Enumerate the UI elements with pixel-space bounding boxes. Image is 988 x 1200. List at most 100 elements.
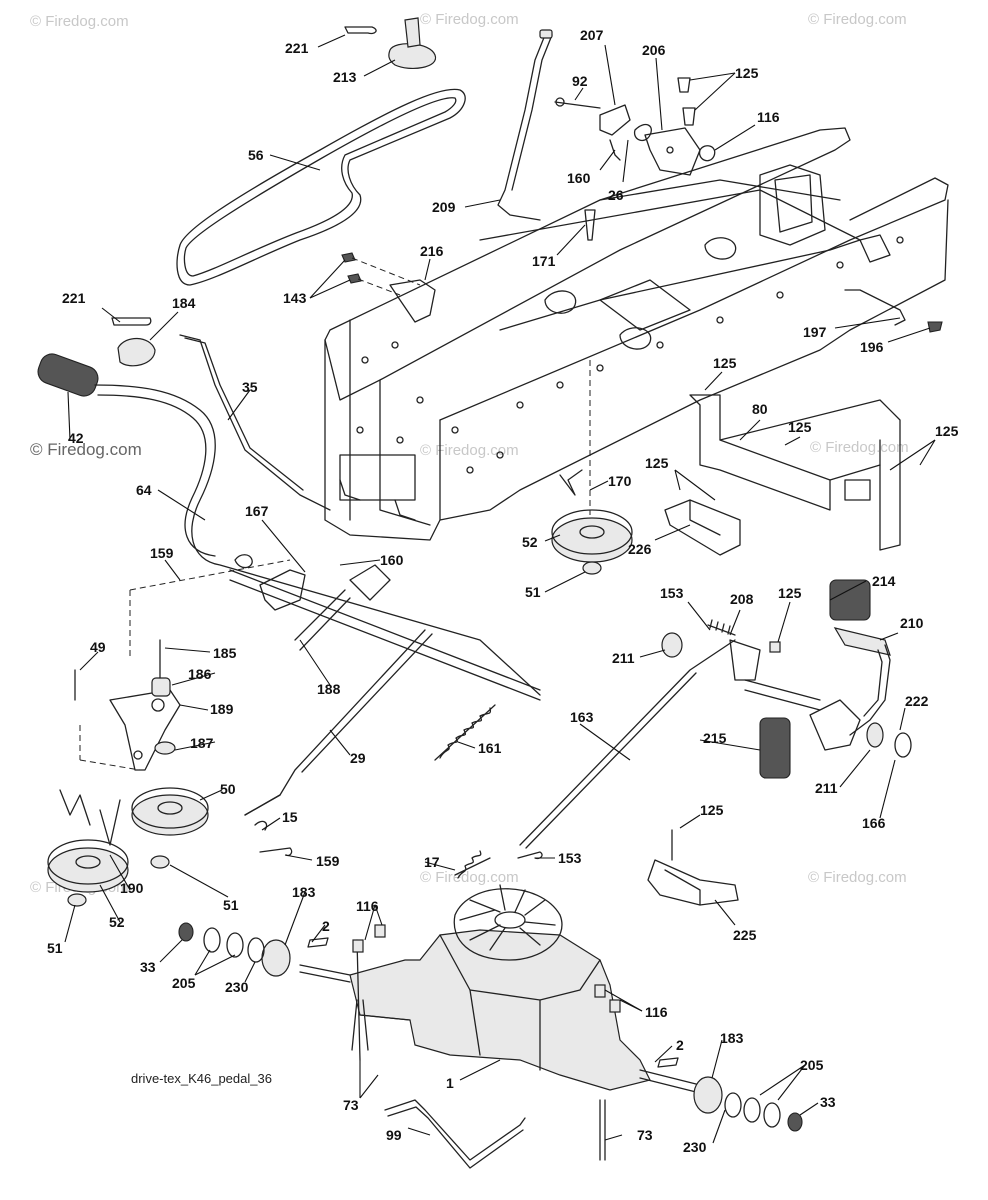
label-56: 56 — [248, 147, 264, 163]
pulley-52-left — [47, 839, 129, 893]
label-213: 213 — [333, 69, 357, 85]
label-160-top: 160 — [567, 170, 591, 186]
watermark-top-right: © Firedog.com — [808, 11, 907, 28]
label-225: 225 — [733, 927, 757, 943]
part-labels: 221 213 56 207 206 125 92 116 160 26 209… — [47, 27, 959, 1155]
bracket-225 — [647, 829, 739, 906]
label-186: 186 — [188, 666, 212, 682]
label-51-mid: 51 — [223, 897, 239, 913]
label-188: 188 — [317, 681, 341, 697]
label-167: 167 — [245, 503, 269, 519]
label-159-bottom: 159 — [316, 853, 340, 869]
label-205-right: 205 — [800, 1057, 824, 1073]
label-51-center: 51 — [525, 584, 541, 600]
spring-161 — [434, 704, 496, 761]
chassis-frame — [324, 127, 949, 541]
label-92: 92 — [572, 73, 588, 89]
label-1: 1 — [446, 1075, 454, 1091]
label-125-bracket: 125 — [788, 419, 812, 435]
label-221-left: 221 — [62, 290, 86, 306]
label-166: 166 — [862, 815, 886, 831]
watermark-top-left: © Firedog.com — [30, 13, 129, 30]
label-33-left: 33 — [140, 959, 156, 975]
label-230-left: 230 — [225, 979, 249, 995]
transmission — [299, 884, 701, 1094]
right-brackets — [664, 394, 901, 556]
label-52-left: 52 — [109, 914, 125, 930]
steering-shaft — [37, 317, 541, 696]
label-196: 196 — [860, 339, 884, 355]
label-171: 171 — [532, 253, 556, 269]
right-pedal-linkage — [519, 579, 912, 849]
label-15: 15 — [282, 809, 298, 825]
watermark-mid-right: © Firedog.com — [810, 439, 909, 456]
label-29: 29 — [350, 750, 366, 766]
label-221-top: 221 — [285, 40, 309, 56]
label-187: 187 — [190, 735, 214, 751]
label-153-bottom: 153 — [558, 850, 582, 866]
watermark-main: © Firedog.com — [30, 440, 142, 459]
label-183-right: 183 — [720, 1030, 744, 1046]
label-161: 161 — [478, 740, 502, 756]
label-49: 49 — [90, 639, 106, 655]
drive-belt — [176, 88, 466, 286]
label-205-left: 205 — [172, 975, 196, 991]
label-99: 99 — [386, 1127, 402, 1143]
label-183-left: 183 — [292, 884, 316, 900]
pulley-52-center — [551, 360, 633, 575]
label-143: 143 — [283, 290, 307, 306]
pedal-shaft — [129, 559, 541, 816]
label-160-mid: 160 — [380, 552, 404, 568]
label-185: 185 — [213, 645, 237, 661]
diagram-name: drive-tex_K46_pedal_36 — [131, 1071, 272, 1086]
rod-35 — [179, 334, 331, 511]
label-197: 197 — [803, 324, 827, 340]
label-125-pedal: 125 — [778, 585, 802, 601]
label-210: 210 — [900, 615, 924, 631]
label-116-left: 116 — [356, 898, 379, 914]
watermark-bottom-right: © Firedog.com — [808, 869, 907, 886]
watermarks: © Firedog.com © Firedog.com © Firedog.co… — [30, 11, 909, 896]
label-208: 208 — [730, 591, 754, 607]
label-209: 209 — [432, 199, 456, 215]
label-184: 184 — [172, 295, 196, 311]
left-axle-parts — [178, 922, 386, 1061]
label-33-right: 33 — [820, 1094, 836, 1110]
idler-bracket — [74, 639, 181, 771]
label-73-right: 73 — [637, 1127, 653, 1143]
label-153-top: 153 — [660, 585, 684, 601]
label-211-bottom: 211 — [815, 780, 838, 796]
label-116-right: 116 — [645, 1004, 668, 1020]
label-190: 190 — [120, 880, 144, 896]
label-230-right: 230 — [683, 1139, 707, 1155]
shift-lever-assembly — [497, 29, 716, 241]
label-125-bottom: 125 — [700, 802, 724, 818]
label-73-left: 73 — [343, 1097, 359, 1113]
label-206: 206 — [642, 42, 666, 58]
leader-lines — [64, 34, 936, 1144]
label-125-right: 125 — [935, 423, 959, 439]
label-222: 222 — [905, 693, 929, 709]
label-64: 64 — [136, 482, 152, 498]
bracket-216 — [341, 252, 436, 323]
knob-top — [344, 17, 436, 69]
rod-99 — [384, 1099, 526, 1169]
right-axle-parts — [594, 984, 803, 1161]
label-159-top: 159 — [150, 545, 174, 561]
label-170: 170 — [608, 473, 632, 489]
label-125-226: 125 — [645, 455, 669, 471]
label-163: 163 — [570, 709, 594, 725]
watermark-top-center: © Firedog.com — [420, 11, 519, 28]
label-215: 215 — [703, 730, 727, 746]
label-211-top: 211 — [612, 650, 635, 666]
label-52-center: 52 — [522, 534, 538, 550]
label-26: 26 — [608, 187, 624, 203]
label-80: 80 — [752, 401, 768, 417]
belt-guide-190 — [59, 789, 121, 846]
label-207: 207 — [580, 27, 604, 43]
nut-51-mid — [150, 855, 170, 869]
pulley-50 — [131, 787, 209, 836]
link-17 — [244, 794, 543, 879]
label-2-left: 2 — [322, 918, 330, 934]
